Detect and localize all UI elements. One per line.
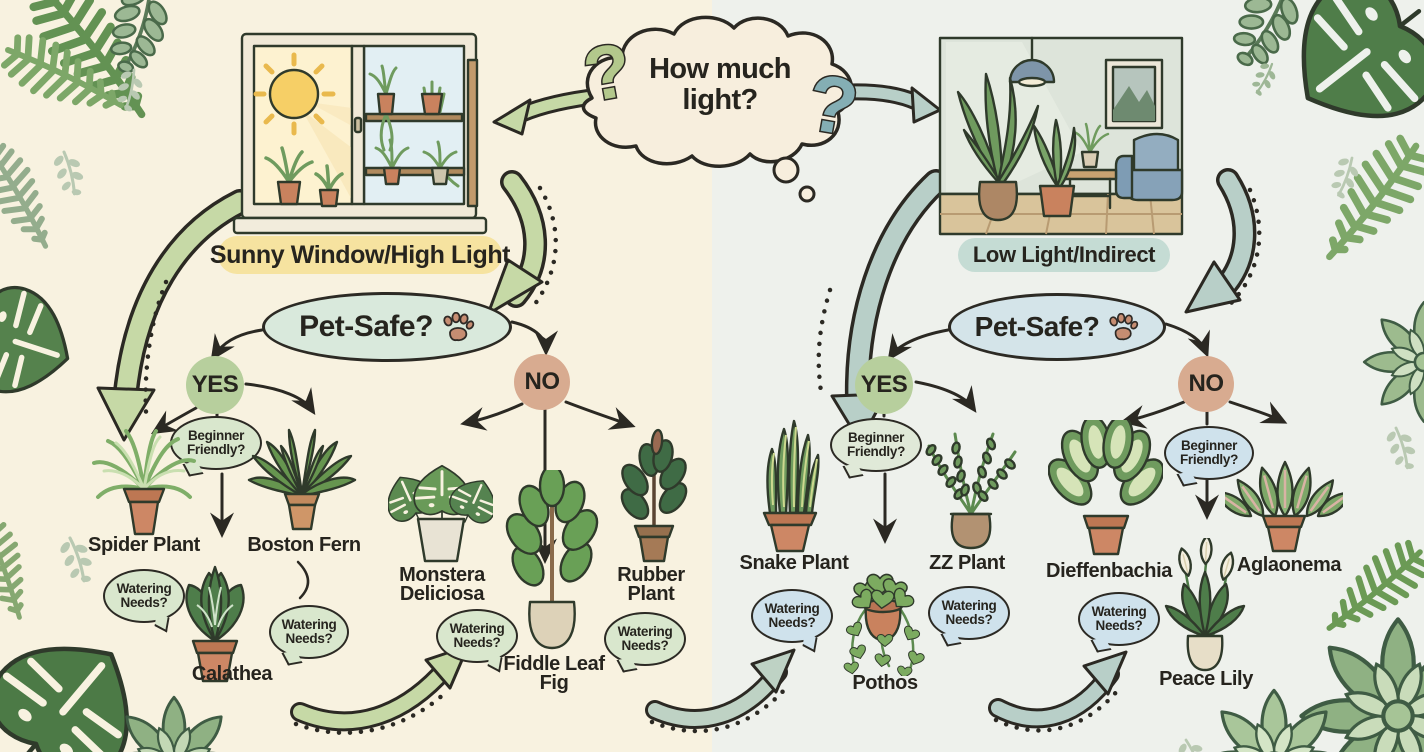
plant-label-aglaonema: Aglaonema (1236, 554, 1342, 576)
thought-cloud: ? ? (576, 15, 866, 203)
plant-label-pothos: Pothos (852, 672, 918, 694)
boston-fern-illustration (245, 422, 360, 535)
paw-icon (1109, 313, 1139, 341)
no-node-left: NO (514, 354, 570, 410)
watering-needs-bubble: Watering Needs? (751, 589, 833, 643)
sun-rays (253, 52, 336, 136)
petsafe-question-right: Pet-Safe? (948, 293, 1166, 361)
sunny-window-illustration (232, 30, 494, 242)
medium-houseplant (1032, 118, 1077, 218)
plant-label-boston-fern: Boston Fern (247, 534, 361, 556)
spathes (1178, 538, 1235, 581)
calathea-illustration (165, 543, 265, 688)
sun-icon (268, 68, 320, 120)
zz-plant-illustration (915, 420, 1027, 552)
plant-label-fiddle-leaf-fig: Fiddle Leaf Fig (503, 653, 605, 694)
plant-label-zz-plant: ZZ Plant (929, 552, 1005, 574)
leaves (1048, 420, 1163, 506)
scene-label-high-light: Sunny Window/High Light (210, 236, 511, 274)
armchair (1114, 132, 1184, 202)
plant-label-calathea: Calathea (191, 663, 273, 685)
paw-icon (443, 312, 475, 342)
plant-label-rubber-plant: Rubber Plant (617, 564, 685, 605)
plant-label-spider-plant: Spider Plant (88, 534, 200, 556)
scene-label-low-light: Low Light/Indirect (958, 238, 1170, 272)
pendant-lamp-icon (1008, 58, 1056, 84)
rubber-plant-illustration (605, 428, 703, 565)
snake-plant-illustration (740, 415, 840, 555)
watering-needs-bubble: Watering Needs? (436, 609, 518, 663)
petsafe-label: Pet-Safe? (299, 310, 433, 343)
yes-node-left: YES (186, 356, 244, 414)
spider-plant-illustration (90, 425, 198, 540)
large-houseplant (956, 72, 1040, 222)
plant-label-snake-plant: Snake Plant (739, 552, 849, 574)
watering-needs-bubble: Watering Needs? (928, 586, 1010, 640)
petsafe-question-left: Pet-Safe? (262, 292, 512, 362)
watering-needs-bubble: Watering Needs? (103, 569, 185, 623)
no-node-right: NO (1178, 356, 1234, 412)
yes-node-right: YES (855, 356, 913, 414)
petsafe-label: Pet-Safe? (974, 311, 1100, 342)
plant-label-dieffenbachia: Dieffenbachia (1046, 560, 1172, 582)
beginner-friendly-bubble: Beginner Friendly? (1164, 426, 1254, 480)
peace-lily-illustration (1158, 538, 1253, 673)
beginner-friendly-bubble: Beginner Friendly? (170, 416, 262, 470)
plant-label-peace-lily: Peace Lily (1159, 668, 1253, 690)
watering-needs-bubble: Watering Needs? (1078, 592, 1160, 646)
cloud-question-title: How much light? (649, 53, 791, 117)
dieffenbachia-illustration (1048, 420, 1163, 560)
fiddle-leaf-fig-illustration (500, 470, 605, 655)
pothos-illustration (833, 566, 933, 676)
monstera-deliciosa-illustration (388, 423, 493, 565)
low-light-room-illustration (936, 34, 1186, 238)
plant-label-monstera: Monstera Deliciosa (399, 564, 485, 605)
watering-needs-bubble: Watering Needs? (604, 612, 686, 666)
watering-needs-bubble: Watering Needs? (269, 605, 349, 659)
wall-art-frame (1104, 58, 1164, 130)
aglaonema-illustration (1225, 432, 1343, 554)
beginner-friendly-bubble: Beginner Friendly? (830, 418, 922, 472)
